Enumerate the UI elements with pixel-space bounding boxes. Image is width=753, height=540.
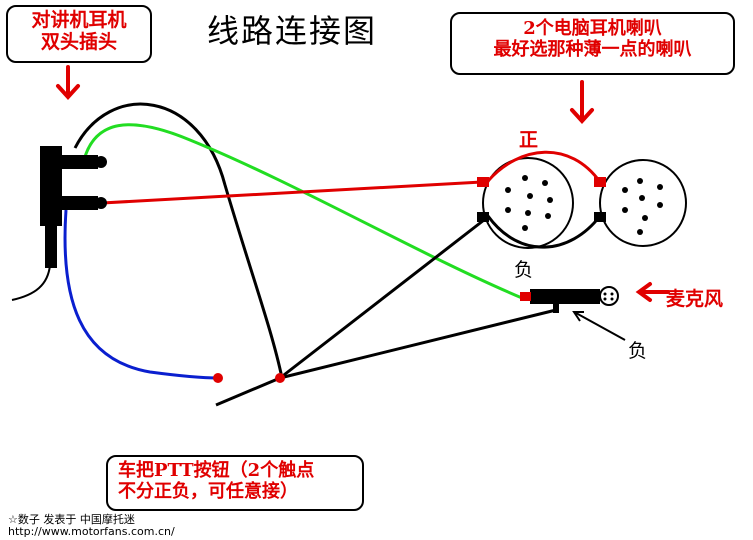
speaker-left-pos-terminal: [477, 177, 489, 187]
ptt-button-lever: [215, 376, 281, 407]
ptt-callout-line2: 不分正负，可任意接）: [118, 480, 298, 502]
mic-negative-label: 负: [628, 340, 648, 362]
watermark-line1: ☆数子 发表于 中国摩托迷: [8, 513, 135, 526]
black-loop-wire: [73, 102, 284, 379]
speaker-callout-line2: 最好选那种薄一点的喇叭: [493, 38, 692, 60]
microphone-holes: [603, 292, 614, 301]
plug-jack-bottom: [62, 196, 98, 210]
microphone-pos-terminal: [520, 292, 531, 301]
speaker-left-neg-terminal: [477, 212, 489, 222]
ptt-to-speaker-neg: [279, 218, 485, 380]
arrow-mic-negative: [572, 311, 626, 341]
microphone-head: [599, 286, 619, 306]
speaker-negative-label: 负: [514, 259, 534, 281]
speaker-callout: 2个电脑耳机喇叭 最好选那种薄一点的喇叭: [450, 12, 735, 75]
ptt-contact-blue: [213, 373, 223, 383]
plug-jack-top: [62, 155, 98, 169]
watermark-line2: http://www.motorfans.com.cn/: [8, 525, 175, 538]
plug-tip-bottom: [95, 197, 107, 209]
green-mic-wire: [82, 123, 523, 300]
plug-lower: [45, 226, 57, 268]
speaker-callout-line1: 2个电脑耳机喇叭: [523, 18, 662, 39]
page-title: 线路连接图: [207, 12, 378, 50]
blue-ptt-wire: [63, 209, 219, 380]
microphone-leg: [553, 303, 559, 313]
speaker-right-neg-terminal: [594, 212, 606, 222]
red-speaker-wire: [101, 180, 483, 205]
arrow-microphone: [635, 282, 670, 302]
ptt-contact-black: [275, 373, 285, 383]
positive-label: 正: [519, 129, 539, 151]
plug-tip-top: [95, 156, 107, 168]
arrow-plug: [56, 65, 80, 100]
speaker-left-holes: [505, 175, 553, 231]
speaker-right: [599, 159, 687, 247]
ptt-to-mic-neg: [279, 308, 557, 380]
red-speaker-bridge: [486, 150, 602, 183]
speaker-right-pos-terminal: [594, 177, 606, 187]
plug-body: [40, 146, 62, 226]
plug-cable: [11, 264, 51, 301]
microphone-label: 麦克风: [666, 288, 724, 310]
plug-callout-line1: 对讲机耳机: [31, 9, 127, 31]
ptt-callout: 车把PTT按钮（2个触点 不分正负，可任意接）: [106, 455, 364, 511]
black-speaker-bridge: [486, 215, 602, 249]
ptt-callout-line1: 车把PTT按钮（2个触点: [118, 460, 315, 481]
speaker-left: [482, 157, 574, 249]
arrow-speaker: [570, 80, 594, 124]
microphone-body: [530, 289, 600, 304]
speaker-right-holes: [622, 178, 663, 235]
plug-callout: 对讲机耳机 双头插头: [6, 5, 152, 63]
plug-callout-line2: 双头插头: [40, 30, 117, 53]
